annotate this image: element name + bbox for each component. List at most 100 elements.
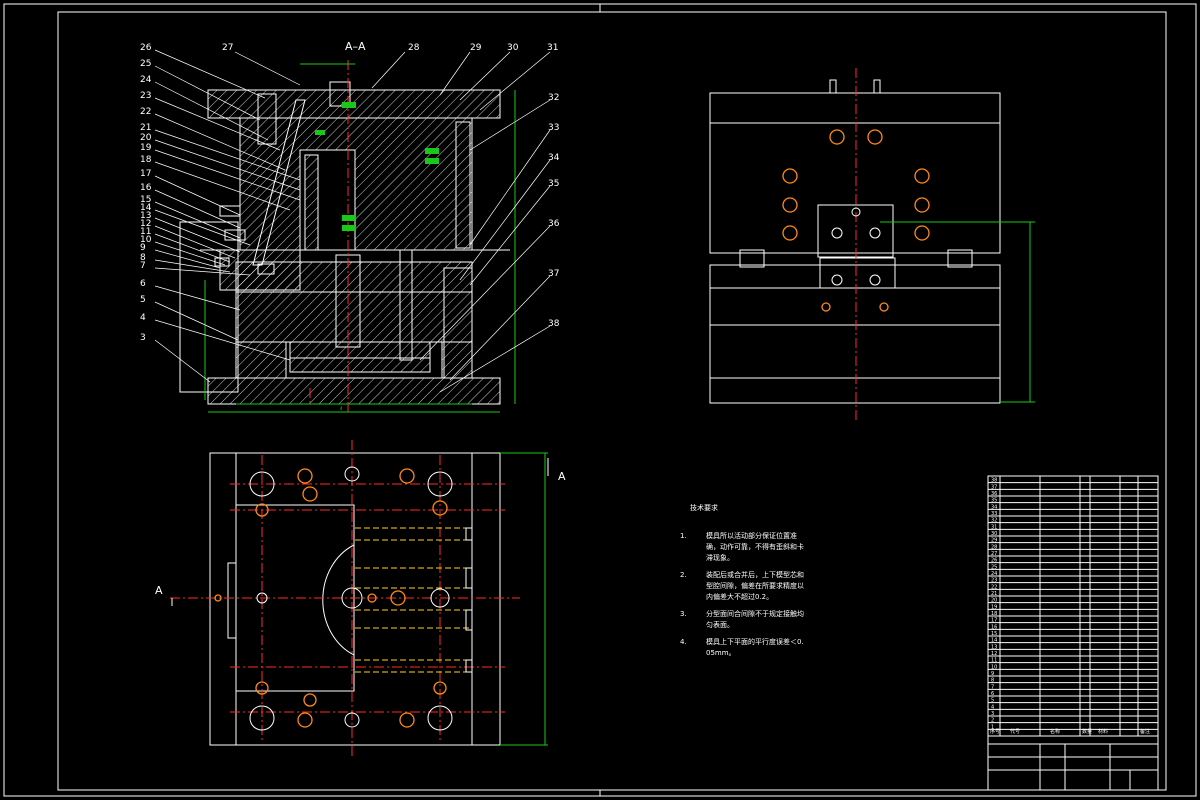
part-numbers-left: 2625242322212019181716151413121110987654… bbox=[140, 43, 152, 343]
bom-row-number: 13 bbox=[991, 644, 997, 650]
part-number: 35 bbox=[548, 179, 559, 189]
bom-row-number: 33 bbox=[991, 511, 997, 517]
tech-item-line: 模具上下平面的平行度误差＜0. bbox=[706, 637, 804, 646]
bom-header-cell: 名称 bbox=[1050, 728, 1060, 735]
part-number: 3 bbox=[140, 333, 146, 343]
part-number: 7 bbox=[140, 261, 146, 271]
bom-row-number: 36 bbox=[991, 491, 997, 497]
bom-row-number: 26 bbox=[991, 558, 997, 564]
tech-item-number: 2. bbox=[680, 571, 687, 579]
bom-row-number: 37 bbox=[991, 484, 997, 490]
side-view bbox=[709, 68, 1035, 420]
tech-item-number: 4. bbox=[680, 638, 687, 646]
bom-row-number: 30 bbox=[991, 531, 997, 537]
bom-row-number: 23 bbox=[991, 578, 997, 584]
support-plate bbox=[235, 291, 473, 343]
tech-title: 技术要求 bbox=[690, 503, 718, 512]
part-number: 19 bbox=[140, 143, 152, 153]
part-number: 37 bbox=[548, 269, 559, 279]
bom-row-number: 1 bbox=[991, 724, 994, 730]
part-number: 32 bbox=[548, 93, 559, 103]
title-block bbox=[987, 735, 1159, 791]
part-number: 23 bbox=[140, 91, 151, 101]
bom-header-cell: 数量 bbox=[1082, 728, 1092, 735]
part-number: 10 bbox=[140, 235, 152, 245]
part-number: 4 bbox=[140, 313, 146, 323]
bottom-clamp-plate bbox=[207, 377, 501, 405]
part-number: 31 bbox=[547, 43, 558, 53]
bom-row-number: 34 bbox=[991, 504, 997, 510]
part-number: 28 bbox=[408, 43, 420, 53]
tech-item-line: 滞现象。 bbox=[706, 553, 734, 562]
tech-item-line: 型腔间隙，偏差在所要求精度以 bbox=[706, 581, 804, 590]
part-number: 18 bbox=[140, 155, 152, 165]
bom-row-number: 16 bbox=[991, 624, 997, 630]
side-view-holes bbox=[782, 129, 930, 312]
sheet-border bbox=[3, 3, 1197, 797]
bom-header-cell: 备注 bbox=[1140, 728, 1150, 735]
part-number: 38 bbox=[548, 319, 560, 329]
bom-row-number: 7 bbox=[991, 684, 994, 690]
part-number: 22 bbox=[140, 107, 151, 117]
bom-row-number: 3 bbox=[991, 711, 994, 717]
bill-of-materials: 3837363534333231302928272625242322212019… bbox=[987, 475, 1159, 737]
bom-row-number: 21 bbox=[991, 591, 997, 597]
bom-row-number: 6 bbox=[991, 691, 994, 697]
tech-item-line: 模具所以活动部分保证位置准 bbox=[706, 531, 797, 540]
part-number: 12 bbox=[140, 219, 151, 229]
part-number: 26 bbox=[140, 43, 152, 53]
part-number: 34 bbox=[548, 153, 560, 163]
part-numbers-top: 27 28 29 30 31 bbox=[222, 43, 558, 53]
bom-row-number: 27 bbox=[991, 551, 997, 557]
bom-row-number: 35 bbox=[991, 498, 997, 504]
bom-row-number: 15 bbox=[991, 631, 997, 637]
bom-row-number: 5 bbox=[991, 698, 994, 704]
bom-header-cell: 材料 bbox=[1098, 728, 1108, 735]
part-number: 8 bbox=[140, 253, 146, 263]
part-number: 30 bbox=[507, 43, 519, 53]
section-title: A–A bbox=[345, 40, 366, 53]
part-number: 27 bbox=[222, 43, 233, 53]
bom-row-number: 9 bbox=[991, 671, 994, 677]
bom-row-number: 31 bbox=[991, 524, 997, 530]
part-number: 15 bbox=[140, 195, 151, 205]
bom-row-number: 19 bbox=[991, 604, 997, 610]
tech-item-line: 内偏差大不超过0.2。 bbox=[706, 592, 773, 601]
tech-item-line: 05mm。 bbox=[706, 649, 736, 657]
bom-row-number: 28 bbox=[991, 544, 997, 550]
svg-text:4: 4 bbox=[340, 406, 343, 411]
bom-row-number: 38 bbox=[991, 478, 997, 484]
bom-row-number: 12 bbox=[991, 651, 997, 657]
plan-view: A A bbox=[155, 440, 566, 758]
part-number: 21 bbox=[140, 123, 151, 133]
part-number: 29 bbox=[470, 43, 482, 53]
part-number: 9 bbox=[140, 243, 146, 253]
tech-item-line: 装配后或合并后，上下模型芯和 bbox=[706, 570, 804, 579]
part-number: 11 bbox=[140, 227, 151, 237]
plan-view-slide bbox=[355, 527, 473, 673]
bom-row-number: 32 bbox=[991, 518, 997, 524]
bom-row-number: 20 bbox=[991, 598, 997, 604]
part-number: 20 bbox=[140, 133, 152, 143]
bom-row-number: 22 bbox=[991, 584, 997, 590]
part-number: 25 bbox=[140, 59, 151, 69]
bom-header-cell: 代号 bbox=[1010, 728, 1020, 735]
tech-item-line: 分型面间合间隙不于规定接触均 bbox=[706, 609, 804, 618]
part-number: 14 bbox=[140, 203, 152, 213]
part-number: 5 bbox=[140, 295, 146, 305]
part-number: 6 bbox=[140, 279, 146, 289]
bom-row-number: 2 bbox=[991, 718, 994, 724]
part-number: 36 bbox=[548, 219, 560, 229]
tech-item-number: 1. bbox=[680, 532, 687, 540]
section-marker-left: A bbox=[155, 584, 163, 597]
bom-row-number: 4 bbox=[991, 704, 994, 710]
part-number: 24 bbox=[140, 75, 152, 85]
bom-row-number: 14 bbox=[991, 638, 997, 644]
tech-item-line: 确，动作可靠，不得有歪斜和卡 bbox=[706, 542, 804, 551]
bom-row-number: 17 bbox=[991, 618, 997, 624]
part-number: 16 bbox=[140, 183, 152, 193]
part-number: 13 bbox=[140, 211, 151, 221]
bom-row-number: 10 bbox=[991, 664, 997, 670]
